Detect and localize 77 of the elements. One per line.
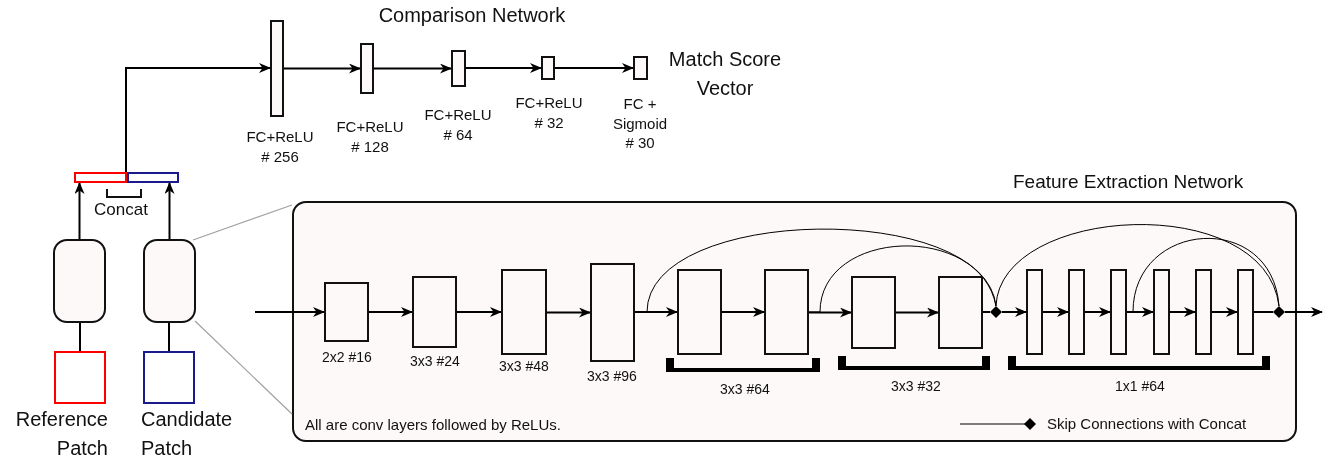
arrow (1084, 307, 1111, 317)
arrow (546, 307, 591, 318)
arrow (1169, 307, 1196, 317)
caption-text: Reference Patch (14, 407, 108, 461)
skip-connection-curve (808, 245, 997, 313)
arrow (1211, 307, 1238, 317)
arrow (164, 182, 175, 240)
conv-layer-box (412, 276, 457, 348)
layer-label: FC+ReLU # 64 (423, 105, 493, 144)
layer-label: FC+ReLU # 128 (335, 117, 405, 156)
conv-layer-box (1195, 269, 1212, 355)
arrow (125, 63, 271, 173)
encoder-block (143, 239, 196, 323)
arrow (721, 307, 765, 317)
conv-layer-box (501, 269, 547, 355)
fc-layer-box (360, 43, 374, 94)
conv-layer-box (1110, 269, 1127, 355)
legend-text: Skip Connections with Concat (1047, 414, 1247, 434)
fc-layer-box (270, 20, 284, 117)
layer-label: 3x3 #96 (586, 367, 638, 386)
concat-diamond (1273, 306, 1285, 318)
connector-line (168, 322, 170, 352)
connector-line (982, 311, 991, 313)
caption-text: Match Score Vector (667, 47, 783, 101)
arrow (74, 182, 85, 240)
arrow (1042, 307, 1069, 317)
arrow (254, 307, 325, 317)
arrow (808, 307, 852, 318)
conv-layer-box (851, 276, 896, 349)
layer-label: 3x3 #24 (409, 352, 461, 371)
group-label: Concat (93, 199, 149, 221)
patch-square (143, 351, 195, 404)
layer-label: FC+ReLU # 32 (514, 93, 584, 132)
fc-layer-box (633, 56, 648, 80)
bracket (838, 356, 990, 370)
layer-label: 3x3 #48 (498, 357, 550, 376)
arrow (1001, 307, 1027, 317)
conv-layer-box (590, 263, 635, 362)
arrow (1284, 307, 1323, 317)
layer-label: 3x3 #64 (719, 380, 771, 399)
connector-line (79, 322, 81, 352)
fc-layer-box (451, 50, 466, 87)
arrow (368, 307, 413, 317)
layer-label: 1x1 #64 (1114, 377, 1166, 396)
connector-line (1253, 311, 1274, 313)
encoder-block (53, 239, 106, 323)
panel-heading: Feature Extraction Network (1013, 170, 1245, 194)
conv-layer-box (1153, 269, 1170, 355)
section-heading: Comparison Network (377, 3, 567, 28)
layer-label: FC + Sigmoid # 30 (611, 94, 669, 153)
conv-layer-box (1237, 269, 1254, 355)
concat-vector-bar (74, 172, 179, 183)
layer-label: 2x2 #16 (321, 348, 373, 367)
arrow (456, 307, 502, 317)
patch-square (54, 351, 106, 404)
zoom-guide-line (192, 204, 293, 241)
arrow (895, 307, 939, 318)
caption-text: Candidate Patch (141, 407, 234, 461)
concat-diamond (990, 306, 1002, 318)
arrow (283, 63, 361, 74)
arrow (373, 63, 452, 74)
conv-layer-box (938, 276, 983, 349)
bracket (1008, 356, 1270, 370)
zoom-guide-line (194, 320, 293, 415)
arrow (465, 63, 542, 73)
layer-label: FC+ReLU # 256 (245, 127, 315, 166)
conv-layer-box (1026, 269, 1043, 355)
conv-layer-box (764, 269, 809, 355)
conv-layer-box (1068, 269, 1085, 355)
arrow (554, 63, 634, 73)
fc-layer-box (541, 56, 555, 80)
conv-layer-box (677, 269, 722, 355)
layer-label: 3x3 #32 (890, 377, 942, 396)
skip-connection-curve (995, 224, 1280, 307)
conv-layer-box (324, 282, 369, 342)
note-text: All are conv layers followed by ReLUs. (305, 415, 562, 435)
bracket (666, 358, 820, 372)
